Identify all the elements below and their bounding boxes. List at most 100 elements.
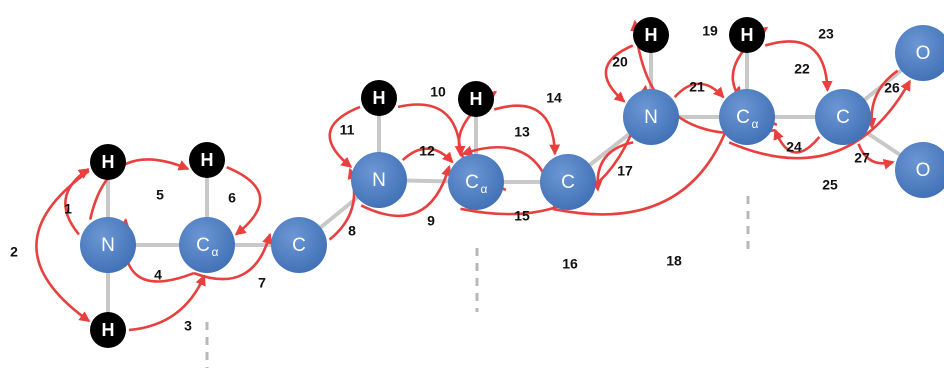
step-number-19: 19 [702,23,718,39]
arrow-step-3 [128,274,206,332]
atom-label: N [372,170,386,191]
step-number-25: 25 [822,177,838,193]
atom-h1b: H [90,312,126,348]
atom-ha1: H [189,142,225,178]
arrow-step-6 [226,165,262,236]
atom-label: N [644,107,658,128]
atom-label: C [196,235,210,256]
bond-layer [106,35,925,330]
hydrogen-atom-circle [458,81,494,117]
atom-label: C [736,107,750,128]
atom-label: H [102,152,115,172]
arrow-step-21 [673,82,725,99]
step-number-13: 13 [514,124,530,140]
arrow-step-1 [64,168,90,236]
step-number-16: 16 [562,256,578,272]
step-number-21: 21 [689,79,705,95]
step-number-9: 9 [427,213,435,229]
atom-label: C [836,107,850,128]
atom-label: C [292,235,306,256]
step-number-12: 12 [419,143,435,159]
atom-o1: O [895,25,944,81]
arrow-step-24 [773,128,821,154]
heavy-atom-circle [351,152,407,208]
heavy-atom-circle [179,217,235,273]
atom-h2: H [361,80,397,116]
step-number-5: 5 [156,187,164,203]
step-number-18: 18 [666,253,682,269]
step-number-4: 4 [154,267,162,283]
heavy-atom-circle [448,154,504,210]
step-number-7: 7 [258,275,266,291]
atom-subscript: α [752,117,759,131]
heavy-atom-circle [895,142,944,198]
hydrogen-atom-circle [633,17,669,53]
hydrogen-atom-circle [189,142,225,178]
atom-h3: H [633,17,669,53]
hydrogen-atom-circle [90,144,126,180]
heavy-atom-circle [895,25,944,81]
arrow-step-11 [328,105,361,168]
hydrogen-atom-circle [729,17,765,53]
step-number-17: 17 [617,163,633,179]
atom-label: H [102,320,115,340]
step-number-11: 11 [340,122,355,138]
arrow-step-9 [360,164,452,218]
heavy-atom-circle [271,217,327,273]
step-number-23: 23 [818,26,834,42]
atom-label: H [645,25,658,45]
atom-label: C [465,172,479,193]
arrow-step-14 [493,104,561,156]
atom-label: H [470,89,483,109]
hydrogen-atom-circle [90,312,126,348]
step-number-1: 1 [64,201,72,217]
atom-label: O [916,160,931,181]
step-number-22: 22 [794,61,810,77]
atom-c3: C [815,89,871,145]
atom-label: H [201,150,214,170]
atom-ha3: H [729,17,765,53]
step-number-20: 20 [612,54,628,70]
atom-label: C [561,172,575,193]
arrow-step-27 [857,143,895,170]
heavy-atom-circle [815,89,871,145]
step-number-27: 27 [854,150,870,166]
heavy-atom-circle [80,217,136,273]
arrow-step-12 [401,147,454,164]
atom-c2: C [540,154,596,210]
step-number-10: 10 [430,84,446,100]
atom-n2: N [351,152,407,208]
atom-ha2: H [458,81,494,117]
step-number-26: 26 [884,80,900,96]
arrow-step-17 [591,141,634,192]
arrow-step-7 [193,232,273,281]
hydrogen-atom-circle [361,80,397,116]
step-number-24: 24 [786,139,802,155]
arrow-step-20 [604,44,634,103]
atom-label: O [916,43,931,64]
step-number-8: 8 [348,223,356,239]
atom-h1a: H [90,144,126,180]
step-number-6: 6 [228,190,236,206]
arrow-step-2 [35,169,91,323]
atom-label: H [741,25,754,45]
step-number-15: 15 [514,208,530,224]
atom-subscript: α [481,182,488,196]
heavy-atom-circle [623,89,679,145]
step-number-2: 2 [10,244,18,260]
atom-o2: O [895,142,944,198]
arrow-step-25 [728,79,912,160]
residue-dividers [205,196,750,368]
heavy-atom-circle [540,154,596,210]
atom-label: N [101,235,115,256]
atom-n1: N [80,217,136,273]
step-number-3: 3 [184,318,192,334]
heavy-atom-circle [719,89,775,145]
atom-c1: C [271,217,327,273]
